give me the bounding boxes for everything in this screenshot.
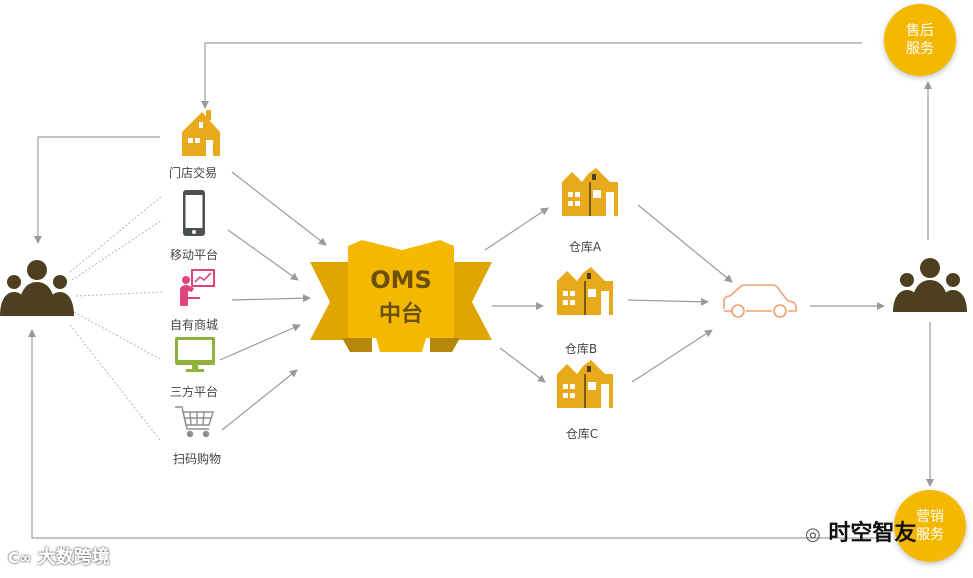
monitor-icon <box>175 337 215 372</box>
warehouse-icon <box>557 267 613 315</box>
watermark-left: C∞ 大数跨境 <box>8 543 110 569</box>
watermark-right-text: 时空智友 <box>828 521 917 546</box>
channel-label-third-party: 三方平台 <box>169 385 219 399</box>
feedback-line-top <box>201 42 862 109</box>
warehouse-icon <box>562 168 618 216</box>
car-icon <box>723 284 797 318</box>
store-to-customers-line <box>34 136 160 244</box>
oms-title: OMS <box>370 266 432 294</box>
oms-subtitle: 中台 <box>378 302 423 327</box>
marketing-line1: 营销 <box>916 509 944 525</box>
channel-label-scan: 扫码购物 <box>172 452 222 466</box>
marketing-service-button[interactable]: 营销 服务 <box>894 490 966 562</box>
channel-label-own-mall: 自有商城 <box>169 318 219 332</box>
oms-center: OMS 中台 <box>310 240 492 358</box>
phone-icon <box>183 190 205 236</box>
warehouse-label-b: 仓库B <box>564 342 598 356</box>
after-sales-line2: 服务 <box>906 41 934 57</box>
watermark-left-text: 大数跨境 <box>37 547 110 568</box>
wechat-icon: ◎ <box>805 524 821 545</box>
dotted-channel-links <box>69 195 163 441</box>
watermark-right: ◎ 时空智友 <box>805 515 916 547</box>
feedback-line-bottom <box>28 329 890 539</box>
oms-ribbon <box>310 240 492 352</box>
channel-label-mobile: 移动平台 <box>169 248 219 262</box>
warehouse-label-a: 仓库A <box>568 240 602 254</box>
cart-icon <box>175 406 214 438</box>
people-icon <box>0 260 74 316</box>
after-sales-service-button[interactable]: 售后 服务 <box>884 4 956 76</box>
channel-label-store: 门店交易 <box>168 166 218 180</box>
warehouse-label-c: 仓库C <box>565 427 599 441</box>
after-sales-line1: 售后 <box>906 23 934 39</box>
marketing-line2: 服务 <box>916 527 944 543</box>
channel-arrows <box>219 171 327 431</box>
house-icon <box>182 110 220 156</box>
oms-to-warehouse-arrows <box>484 207 549 383</box>
watermark-logo-icon: C∞ <box>8 549 32 567</box>
warehouse-icon <box>557 360 613 408</box>
warehouse-to-car-arrows <box>627 204 733 383</box>
presenter-icon <box>180 269 215 306</box>
people-icon <box>893 258 967 312</box>
